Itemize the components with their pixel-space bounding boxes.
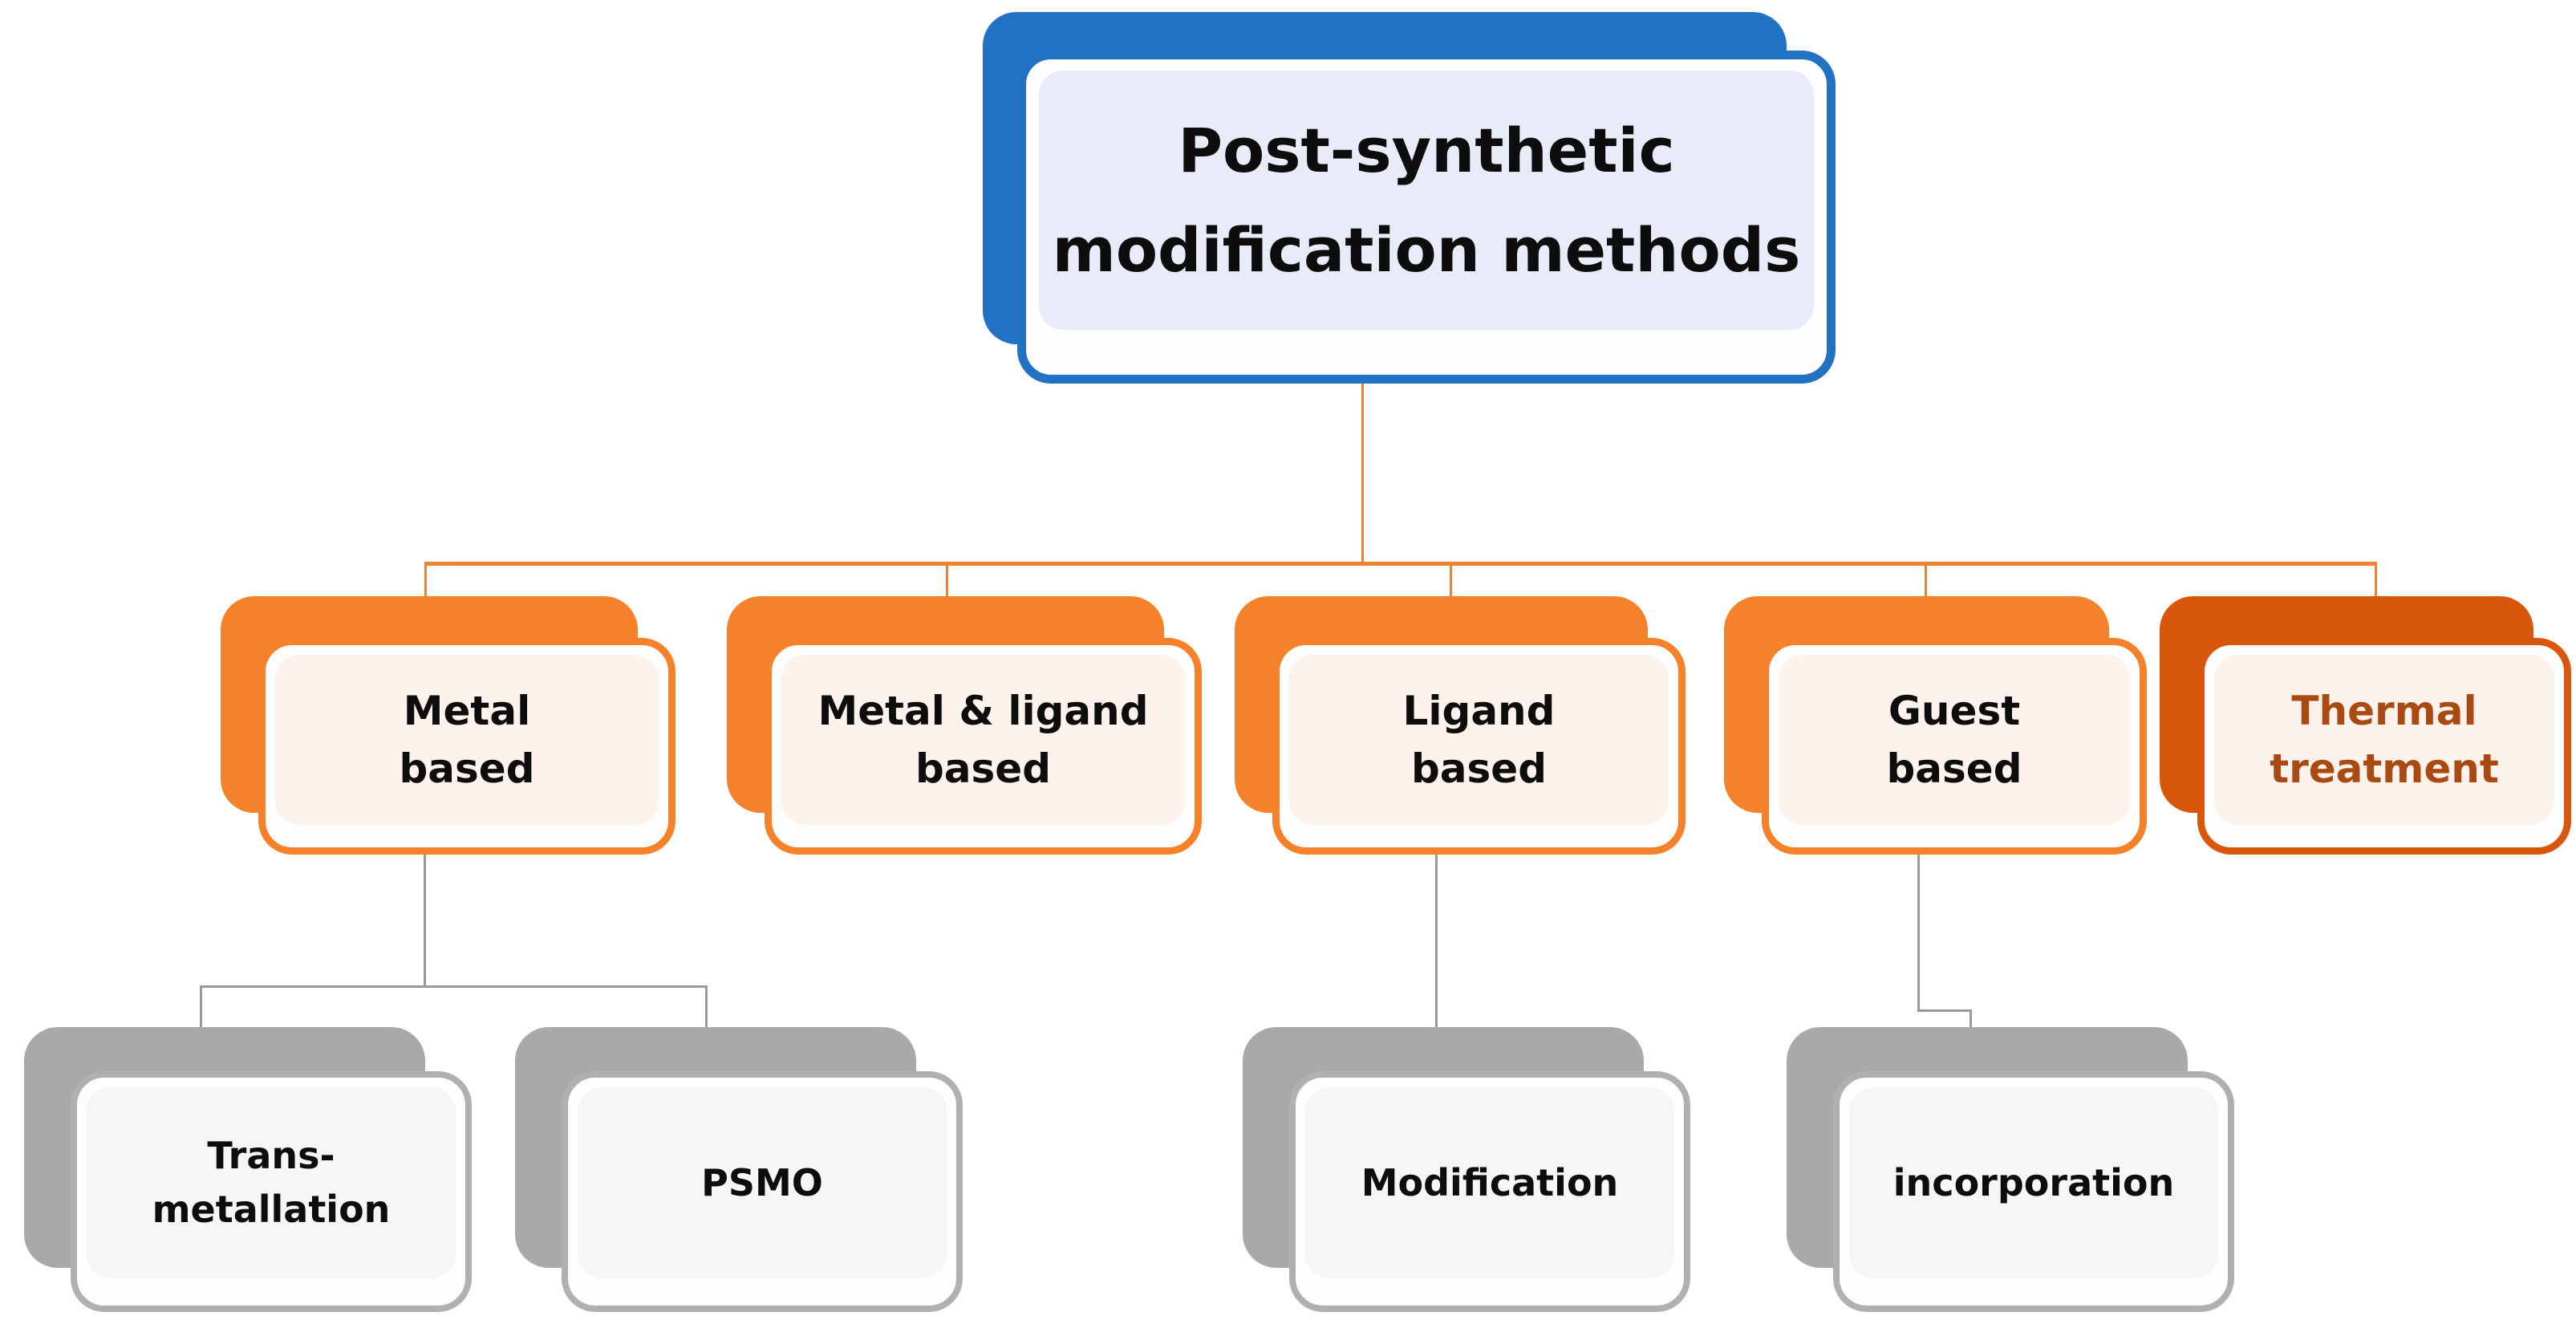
node-guest-based-card: Guest based — [1762, 638, 2147, 855]
node-modification: Modification — [1243, 1027, 1690, 1314]
connector-guest-elbow — [1917, 1009, 1972, 1012]
node-metal-ligand-based-panel: Metal & ligand based — [781, 655, 1185, 825]
node-metal-ligand-based-label: Metal & ligand based — [817, 687, 1149, 793]
node-thermal-treatment-panel: Thermal treatment — [2214, 655, 2554, 825]
node-ligand-based-label: Ligand based — [1402, 687, 1556, 793]
node-root-label: Post-synthetic modification methods — [1052, 115, 1801, 286]
node-metal-ligand-based: Metal & ligand based — [727, 596, 1202, 855]
node-metal-based: Metal based — [221, 596, 675, 855]
connector-ligand-stem — [1435, 855, 1438, 1030]
connector-drop-thermal — [2375, 564, 2377, 599]
node-trans-metallation-label: Trans- metallation — [152, 1134, 391, 1231]
node-metal-ligand-based-card: Metal & ligand based — [765, 638, 1202, 855]
connector-metal-drop-left — [200, 985, 202, 1030]
connector-drop-guest — [1925, 564, 1927, 599]
node-root-panel: Post-synthetic modification methods — [1039, 71, 1814, 330]
node-root: Post-synthetic modification methods — [983, 12, 1837, 385]
connector-metal-drop-right — [705, 985, 708, 1030]
node-incorporation: incorporation — [1787, 1027, 2234, 1314]
connector-metal-stem — [424, 855, 426, 985]
node-psmo: PSMO — [515, 1027, 963, 1314]
connector-guest-drop — [1970, 1009, 1972, 1030]
node-root-card: Post-synthetic modification methods — [1017, 51, 1836, 384]
node-metal-based-card: Metal based — [258, 638, 675, 855]
connector-guest-stem — [1917, 855, 1920, 1012]
connector-metal-rail — [200, 985, 708, 988]
connector-root-stem — [1361, 384, 1364, 563]
node-ligand-based-card: Ligand based — [1272, 638, 1686, 855]
node-psmo-panel: PSMO — [578, 1087, 947, 1278]
connector-drop-metal-ligand — [946, 564, 948, 599]
node-metal-based-label: Metal based — [399, 687, 535, 793]
node-modification-card: Modification — [1289, 1071, 1690, 1312]
node-trans-metallation-panel: Trans- metallation — [87, 1087, 456, 1278]
node-guest-based: Guest based — [1724, 596, 2147, 855]
node-modification-panel: Modification — [1305, 1087, 1674, 1278]
node-trans-metallation: Trans- metallation — [24, 1027, 472, 1314]
node-ligand-based: Ligand based — [1235, 596, 1686, 855]
connector-root-rail — [424, 562, 2377, 566]
node-psmo-card: PSMO — [562, 1071, 963, 1312]
node-modification-label: Modification — [1361, 1160, 1619, 1204]
node-thermal-treatment-label: Thermal treatment — [2270, 687, 2499, 793]
node-ligand-based-panel: Ligand based — [1289, 655, 1669, 825]
node-incorporation-card: incorporation — [1833, 1071, 2234, 1312]
node-trans-metallation-card: Trans- metallation — [71, 1071, 472, 1312]
connector-drop-metal — [424, 564, 427, 599]
node-thermal-treatment-card: Thermal treatment — [2197, 638, 2571, 855]
node-metal-based-panel: Metal based — [275, 655, 659, 825]
node-incorporation-panel: incorporation — [1849, 1087, 2218, 1278]
node-incorporation-label: incorporation — [1892, 1160, 2175, 1204]
connector-drop-ligand — [1450, 564, 1452, 599]
node-guest-based-label: Guest based — [1886, 687, 2022, 793]
node-psmo-label: PSMO — [701, 1160, 823, 1204]
node-thermal-treatment: Thermal treatment — [2160, 596, 2571, 855]
node-guest-based-panel: Guest based — [1779, 655, 2130, 825]
